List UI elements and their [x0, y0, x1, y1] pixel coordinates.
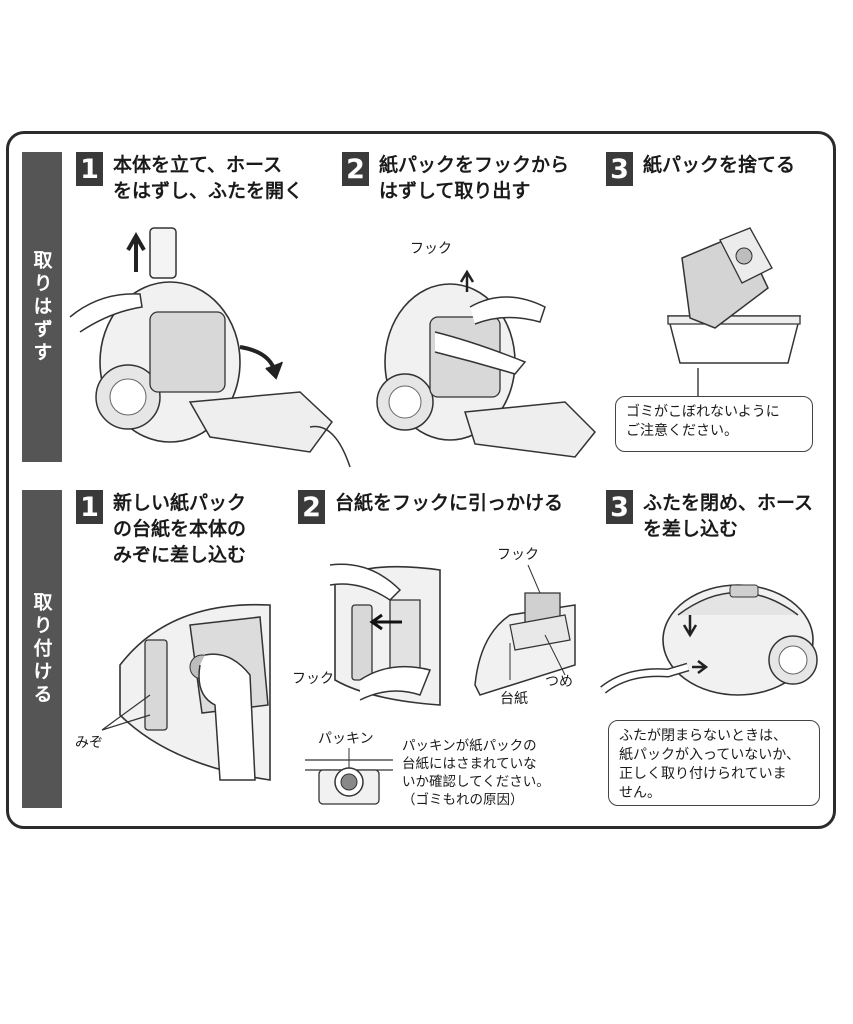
step-title: 新しい紙パック の台紙を本体の みぞに差し込む	[113, 492, 247, 566]
instruction-frame	[6, 131, 836, 829]
step-number: 2	[342, 152, 369, 186]
removal-step-2: 2 紙パックをフックから はずして取り出す	[342, 152, 569, 204]
vacuum-open-illustration	[70, 222, 360, 472]
step-number: 1	[76, 152, 103, 186]
packing-illustration	[305, 748, 393, 806]
attach-step-3: 3 ふたを閉め、ホース を差し込む	[606, 490, 813, 542]
discard-bag-illustration	[660, 228, 805, 363]
claw-label: つめ	[545, 674, 573, 690]
hook-board-illustration	[330, 560, 445, 710]
step-number: 1	[76, 490, 103, 524]
attach-step-1: 1 新しい紙パック の台紙を本体の みぞに差し込む	[76, 490, 246, 568]
hook-label: フック	[410, 241, 452, 257]
step-number: 3	[606, 490, 633, 524]
packing-note: パッキンが紙パックの 台紙にはさまれていな いか確認してください。 （ゴミもれの…	[402, 738, 550, 808]
vacuum-closed-illustration	[598, 575, 823, 705]
step-title: ふたを閉め、ホース を差し込む	[643, 492, 814, 540]
step-title: 紙パックを捨てる	[643, 154, 796, 176]
discard-note-bubble: ゴミがこぼれないように ご注意ください。	[615, 396, 813, 452]
hook-label-right: フック	[497, 547, 539, 563]
groove-label: みぞ	[75, 735, 103, 751]
insert-board-illustration	[110, 595, 275, 780]
hook-detail-illustration	[470, 565, 580, 695]
removal-step-1: 1 本体を立て、ホース をはずし、ふたを開く	[76, 152, 303, 204]
removal-step-3: 3 紙パックを捨てる	[606, 152, 795, 186]
hook-label-left: フック	[292, 671, 334, 687]
note-pointer	[690, 368, 720, 398]
remove-bag-illustration	[375, 262, 600, 472]
step-number: 2	[298, 490, 325, 524]
attach-step-2: 2 台紙をフックに引っかける	[298, 490, 563, 524]
step-title: 台紙をフックに引っかける	[335, 492, 564, 514]
board-label: 台紙	[500, 691, 528, 707]
step-title: 紙パックをフックから はずして取り出す	[379, 154, 570, 202]
close-lid-note-bubble: ふたが閉まらないときは、 紙パックが入っていないか、 正しく取り付けられていま …	[608, 720, 820, 806]
section-label-removal: 取りはずす	[22, 152, 62, 462]
section-label-attach: 取り付ける	[22, 490, 62, 808]
step-number: 3	[606, 152, 633, 186]
step-title: 本体を立て、ホース をはずし、ふたを開く	[113, 154, 304, 202]
packing-label: パッキン	[318, 731, 374, 747]
